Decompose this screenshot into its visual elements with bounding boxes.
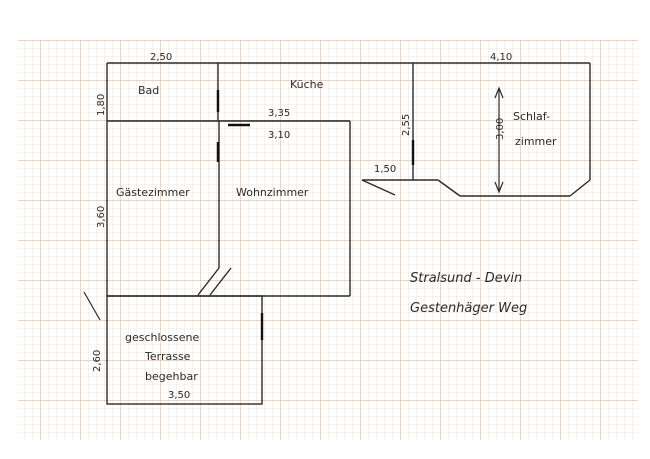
- dim-kueche-height: 2,55: [401, 114, 412, 136]
- dim-gaeste-height: 3,60: [96, 206, 107, 228]
- address-notes: Stralsund - Devin Gestenhäger Weg: [410, 271, 527, 316]
- note-line-2: Gestenhäger Weg: [410, 301, 527, 316]
- arrow-head-bottom: [494, 181, 504, 194]
- dimension-arrows: [83, 86, 504, 321]
- wall-schlaf-diag-right: [569, 179, 591, 197]
- dim-bad-height: 1,80: [96, 94, 107, 116]
- wall-schlaf-diag-left: [437, 179, 461, 197]
- wall-terrasse: [106, 295, 263, 405]
- room-label-kueche: Küche: [290, 78, 324, 91]
- dim-schlaf-height: 3,00: [495, 118, 506, 140]
- dim-top-left-width: 2,50: [150, 52, 172, 63]
- note-line-1: Stralsund - Devin: [410, 271, 522, 286]
- room-label-terrasse-3: begehbar: [145, 370, 198, 383]
- dim-wohn-width-lower: 3,10: [268, 130, 290, 141]
- terrasse-dim-tick: [83, 291, 101, 321]
- graph-paper-grid: [18, 40, 638, 440]
- wall-diagonal-left: [197, 267, 220, 296]
- doors: [216, 90, 415, 340]
- wall-passage-diagonal: [361, 179, 396, 196]
- arrow-head-top: [494, 86, 504, 99]
- room-label-wohnzimmer: Wohnzimmer: [236, 186, 309, 199]
- room-label-terrasse-2: Terrasse: [144, 350, 191, 363]
- dim-passage-width: 1,50: [374, 164, 396, 175]
- room-label-terrasse-1: geschlossene: [125, 331, 199, 344]
- dim-terrasse-width: 3,50: [168, 390, 190, 401]
- dim-terrasse-height: 2,60: [92, 350, 103, 372]
- room-label-schlafzimmer-1: Schlaf-: [513, 110, 550, 123]
- dim-top-right-width: 4,10: [490, 52, 512, 63]
- room-label-gaestezimmer: Gästezimmer: [116, 186, 190, 199]
- room-label-schlafzimmer-2: zimmer: [515, 135, 557, 148]
- wall-diagonal-right: [209, 267, 232, 296]
- dim-wohn-width-upper: 3,35: [268, 108, 290, 119]
- room-labels: Bad Küche Schlaf- zimmer Gästezimmer Woh…: [116, 78, 557, 383]
- room-label-bad: Bad: [138, 84, 159, 97]
- dimension-labels: 2,50 4,10 1,80 3,35 3,10 2,55 3,00 1,50 …: [92, 52, 512, 401]
